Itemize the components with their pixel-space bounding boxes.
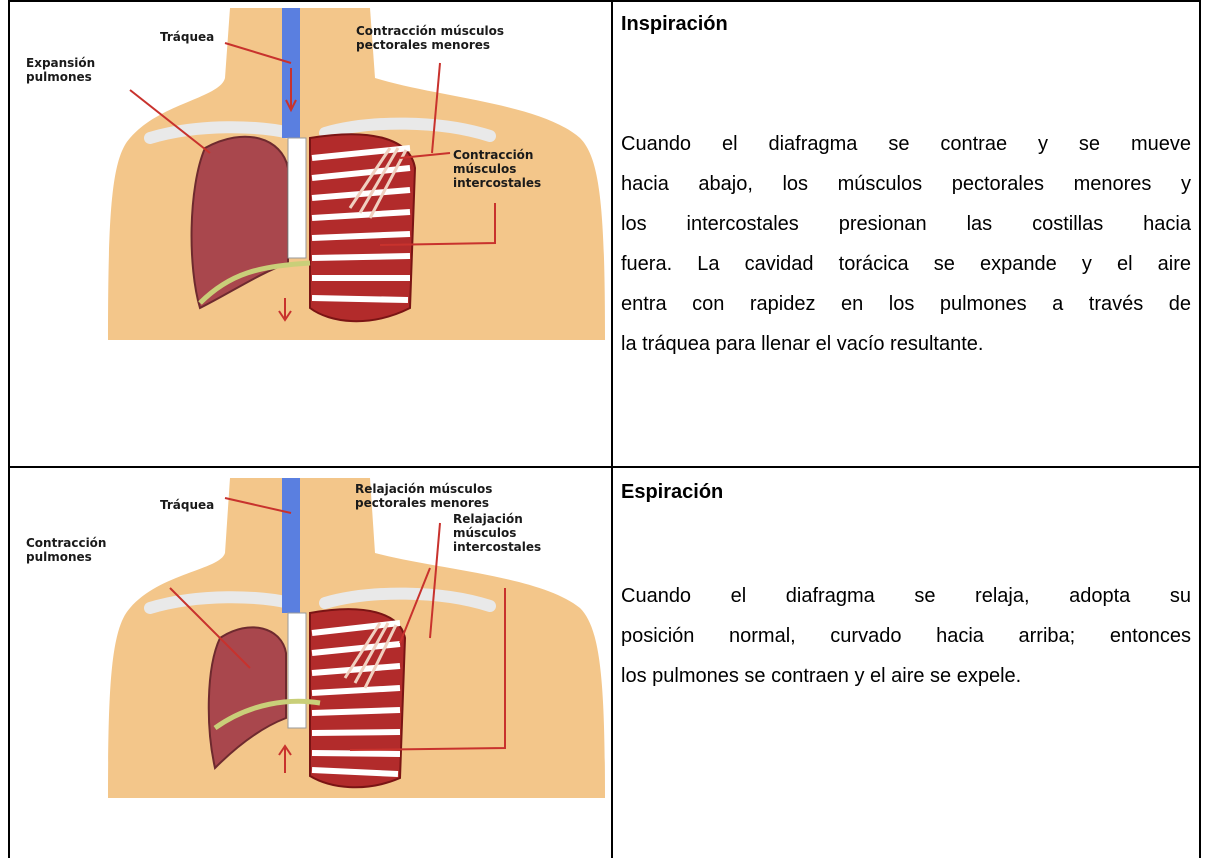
inspiration-heading: Inspiración	[621, 13, 728, 35]
inspiration-paragraph: Cuando el diafragma se contrae y se muev…	[621, 124, 1191, 364]
pointer-intercostal	[379, 152, 496, 246]
right-clavicle	[319, 117, 496, 142]
right-clavicle	[319, 587, 496, 612]
pointer-pectoral	[429, 522, 441, 639]
inspiration-line-3: los intercostales presionan las costilla…	[621, 213, 1191, 235]
expiration-paragraph: Cuando el diafragma se relaja, adopta su…	[621, 576, 1191, 696]
label-pectoral: Contracción músculos pectorales menores	[356, 24, 504, 52]
table-border-top	[8, 0, 1201, 2]
table-border-left	[8, 0, 10, 858]
diaphragm	[198, 260, 311, 305]
table-border-middle	[611, 0, 613, 858]
inspiration-line-6: la tráquea para llenar el vacío resultan…	[621, 333, 984, 355]
pointer-lungs	[169, 587, 251, 669]
label-trachea: Tráquea	[160, 30, 215, 44]
lung-left	[190, 135, 289, 310]
diaphragm	[213, 698, 321, 731]
inspiration-line-5: entra con rapidez en los pulmones a trav…	[621, 293, 1191, 315]
ribcage-right	[309, 133, 417, 323]
pointer-trachea	[224, 497, 292, 514]
label-intercostal: Contracción músculos intercostales	[453, 148, 542, 190]
diaphragm-arrow-down	[278, 298, 292, 322]
inspiration-figure-drawing	[20, 8, 610, 340]
expiration-text: Espiración Cuando el diafragma se relaja…	[621, 480, 1191, 696]
lung-left	[207, 626, 287, 770]
expiration-line-1: Cuando el diafragma se relaja, adopta su	[621, 585, 1191, 607]
label-pectoral: Relajación músculos pectorales menores	[355, 482, 493, 510]
table-row-divider	[8, 466, 1201, 468]
sternum	[287, 137, 307, 259]
left-clavicle	[144, 121, 296, 144]
table-border-right	[1199, 0, 1201, 858]
diaphragm-arrow-up	[278, 744, 292, 773]
expiration-line-3: los pulmones se contraen y el aire se ex…	[621, 665, 1022, 687]
pointer-lungs	[129, 89, 211, 154]
inspiration-line-4: fuera. La cavidad torácica se expande y …	[621, 253, 1191, 275]
inspiration-text: Inspiración Cuando el diafragma se contr…	[621, 12, 1191, 364]
label-lungs: Expansión pulmones	[26, 56, 96, 84]
expiration-figure-drawing	[20, 478, 610, 798]
trachea-shape	[282, 478, 300, 613]
ribcage-right	[309, 608, 407, 789]
label-lungs: Contracción pulmones	[26, 536, 107, 564]
left-clavicle	[144, 591, 296, 614]
inspiration-figure: Tráquea Expansión pulmones Contracción m…	[20, 8, 610, 340]
pointer-intercostal	[349, 567, 506, 751]
pointer-trachea	[224, 42, 292, 64]
expiration-line-2: posición normal, curvado hacia arriba; e…	[621, 625, 1191, 647]
label-trachea: Tráquea	[160, 498, 215, 512]
sternum	[287, 612, 307, 729]
air-inflow-arrow	[285, 68, 297, 113]
inspiration-line-2: hacia abajo, los músculos pectorales men…	[621, 173, 1191, 195]
expiration-figure: Tráquea Contracción pulmones Relajación …	[20, 478, 610, 798]
label-intercostal: Relajación músculos intercostales	[453, 512, 542, 554]
inspiration-line-1: Cuando el diafragma se contrae y se muev…	[621, 133, 1191, 155]
expiration-heading: Espiración	[621, 481, 724, 503]
pointer-pectoral	[431, 62, 441, 154]
